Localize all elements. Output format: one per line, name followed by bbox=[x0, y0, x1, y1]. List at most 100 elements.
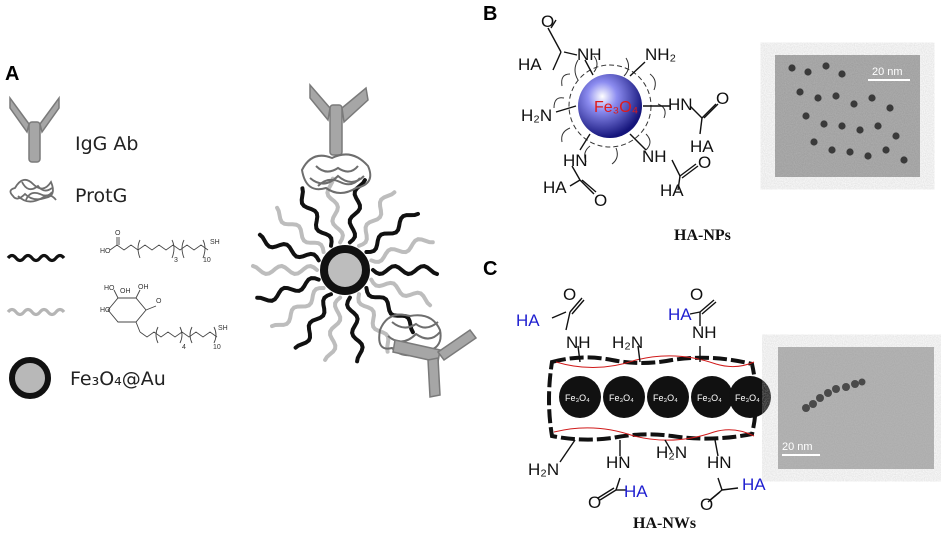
tem-particle bbox=[864, 152, 872, 160]
np-ha-bottomright: HA bbox=[660, 181, 684, 200]
nw-nh-topright: NH bbox=[692, 323, 717, 342]
nw-bead bbox=[603, 376, 645, 418]
tem-particle bbox=[846, 148, 854, 156]
tem-particle bbox=[882, 146, 890, 154]
nw-ha-bottomright: HA bbox=[742, 475, 766, 494]
nw-bead bbox=[729, 376, 771, 418]
nw-bead-label: Fe₃O₄ bbox=[653, 393, 678, 403]
nw-ha-bottom: HA bbox=[624, 482, 648, 501]
tem-particle bbox=[828, 146, 836, 154]
bottom-antibody-icon bbox=[392, 328, 478, 398]
tem-particle bbox=[868, 94, 876, 102]
linker-ray bbox=[356, 292, 391, 354]
linker2-sub4: 4 bbox=[182, 344, 186, 351]
panel-label-a: A bbox=[5, 63, 19, 85]
linker-ray bbox=[345, 295, 365, 364]
tem-particle bbox=[804, 68, 812, 76]
nw-hn-bottomright: HN bbox=[707, 453, 732, 472]
linker1-o: O bbox=[115, 230, 121, 237]
linker2-oh-top: OH bbox=[120, 288, 131, 295]
tem-particle bbox=[788, 64, 796, 72]
legend-protg-label: ProtG bbox=[75, 185, 127, 207]
np-scale-label: 20 nm bbox=[872, 66, 903, 78]
linker-ray bbox=[357, 190, 397, 248]
tem-particle bbox=[838, 122, 846, 130]
linker2-ho-left: HO bbox=[100, 307, 111, 314]
nw-scale-label: 20 nm bbox=[782, 441, 813, 453]
protg-icon bbox=[9, 178, 57, 203]
tem-particle bbox=[796, 88, 804, 96]
np-ligand-strands bbox=[553, 55, 666, 165]
np-ha-bottomleft: HA bbox=[543, 178, 567, 197]
np-nh2-top: NH₂ bbox=[645, 45, 676, 64]
linker2-structure bbox=[107, 289, 218, 344]
tem-particle bbox=[838, 70, 846, 78]
linker-ray bbox=[299, 186, 334, 248]
linker1-ho: HO bbox=[100, 248, 111, 255]
linker-ray bbox=[251, 263, 319, 276]
linker-ray bbox=[293, 292, 333, 350]
np-hn-right: HN bbox=[668, 95, 693, 114]
np-nh-topleft: NH bbox=[577, 45, 602, 64]
legend-particle-label: Fe₃O₄@Au bbox=[70, 368, 166, 390]
linker2-oh-right: OH bbox=[138, 284, 149, 291]
tem-particle bbox=[822, 62, 830, 70]
nw-hn-bottom: HN bbox=[606, 453, 631, 472]
functionalized-particle bbox=[251, 82, 478, 398]
nw-h2n-bottomleft: H₂N bbox=[528, 460, 559, 479]
nw-ha-topleft: HA bbox=[516, 311, 540, 330]
tem-particle bbox=[814, 94, 822, 102]
np-o-top: O bbox=[541, 12, 554, 31]
np-tem-image: 20 nm bbox=[775, 55, 920, 177]
panel-label-c: C bbox=[483, 258, 497, 280]
nw-bead-label: Fe₃O₄ bbox=[735, 393, 760, 403]
np-caption: HA-NPs bbox=[674, 227, 731, 244]
tem-particle bbox=[832, 92, 840, 100]
tem-particle bbox=[892, 132, 900, 140]
tem-particle bbox=[810, 138, 818, 146]
linker2-ring-o: O bbox=[156, 298, 162, 305]
nw-o-bottomright: O bbox=[700, 495, 713, 514]
linker1-structure bbox=[109, 237, 209, 259]
nw-bead-label: Fe₃O₄ bbox=[697, 393, 722, 403]
particle-core bbox=[320, 245, 370, 295]
nw-bead bbox=[647, 376, 689, 418]
np-bonds bbox=[547, 19, 719, 195]
linker-ray bbox=[257, 232, 321, 263]
linker-ray bbox=[270, 286, 326, 329]
igg-antibody-icon bbox=[9, 95, 60, 163]
np-nh-bottomright: NH bbox=[642, 147, 667, 166]
np-ha-right: HA bbox=[690, 137, 714, 156]
tem-particle bbox=[820, 120, 828, 128]
nw-ha-topright: HA bbox=[668, 305, 692, 324]
nw-o-topright: O bbox=[690, 285, 703, 304]
linker1-sh: SH bbox=[210, 239, 220, 246]
linker-ray bbox=[325, 176, 345, 245]
np-ha-topleft: HA bbox=[518, 55, 542, 74]
linker1-sub10: 10 bbox=[203, 257, 211, 264]
linker-ray bbox=[369, 277, 433, 308]
linker1-sub3: 3 bbox=[174, 257, 178, 264]
panel-label-b: B bbox=[483, 3, 497, 25]
np-o-right: O bbox=[716, 89, 729, 108]
nw-bonds bbox=[551, 297, 739, 503]
legend-igg-label: IgG Ab bbox=[75, 133, 139, 155]
linker2-sub10: 10 bbox=[213, 344, 221, 351]
top-antibody-icon bbox=[309, 82, 369, 156]
nw-bead-label: Fe₃O₄ bbox=[565, 393, 590, 403]
np-hn-bottomleft: HN bbox=[563, 151, 588, 170]
tem-particle bbox=[900, 156, 908, 164]
linker-ray bbox=[323, 295, 343, 362]
nw-h2n-top: H₂N bbox=[612, 333, 643, 352]
nw-caption: HA-NWs bbox=[633, 515, 696, 532]
linker2-ho-top: HO bbox=[104, 285, 115, 292]
gray-linker-icon bbox=[6, 307, 66, 317]
tem-particle bbox=[856, 126, 864, 134]
nw-bead bbox=[691, 376, 733, 418]
linker-ray bbox=[255, 276, 321, 303]
nw-o-bottom: O bbox=[588, 493, 601, 512]
tem-particle bbox=[850, 100, 858, 108]
np-core-label: Fe₃O₄ bbox=[594, 99, 638, 116]
